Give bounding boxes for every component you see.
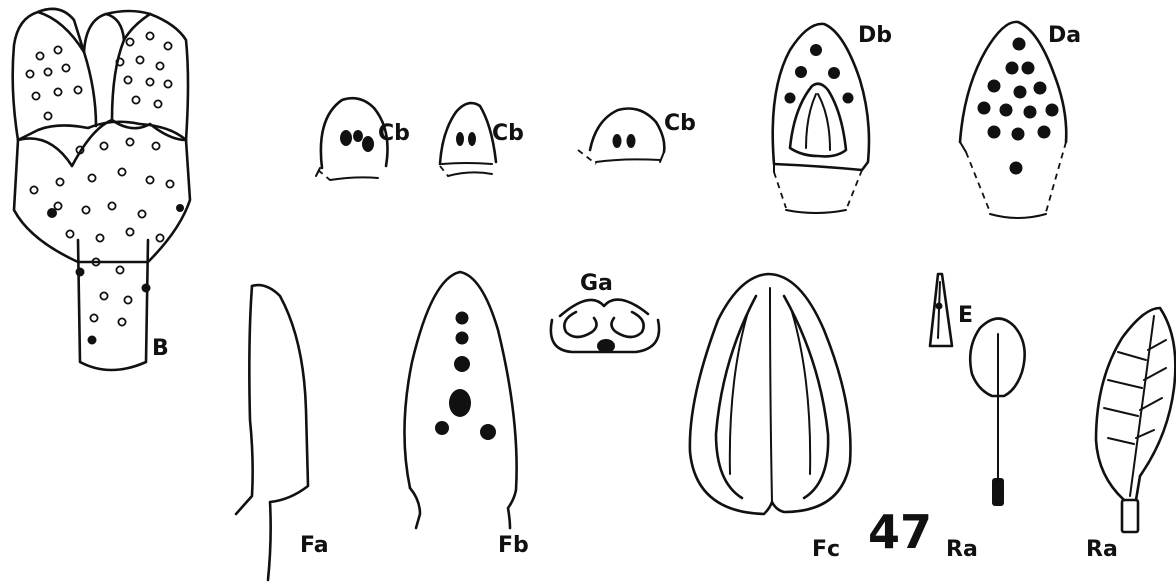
fc-shape xyxy=(690,274,851,514)
ra-shape-small xyxy=(970,318,1024,506)
cb-shape-1 xyxy=(316,98,388,180)
stipple-ring xyxy=(138,210,145,217)
db-shape xyxy=(773,24,869,213)
label-Fc: Fc xyxy=(812,537,840,562)
fa-shape xyxy=(236,285,308,580)
stipple-ring xyxy=(44,112,51,119)
stipple-ring xyxy=(146,78,153,85)
stipple-ring xyxy=(96,234,103,241)
stipple-ring xyxy=(124,296,131,303)
label-Db: Db xyxy=(858,23,892,48)
stipple-ring xyxy=(132,96,139,103)
stipple-ring xyxy=(66,230,73,237)
label-Cb-2: Cb xyxy=(492,121,524,146)
stipple-ring xyxy=(100,292,107,299)
label-Ga: Ga xyxy=(580,271,613,296)
stipple-ring xyxy=(100,142,107,149)
label-Da: Da xyxy=(1048,23,1081,48)
label-Fb: Fb xyxy=(498,533,529,558)
stipple-ring xyxy=(82,206,89,213)
stipple-ring xyxy=(164,42,171,49)
stipple-ring xyxy=(156,62,163,69)
stipple-ring xyxy=(90,314,97,321)
stipple-ring xyxy=(146,176,153,183)
label-Cb-1: Cb xyxy=(378,121,410,146)
label-B: B xyxy=(152,336,169,361)
stipple-ring xyxy=(26,70,33,77)
label-Fa: Fa xyxy=(300,533,329,558)
stipple-ring xyxy=(36,52,43,59)
stipple-ring xyxy=(126,138,133,145)
fb-shape xyxy=(404,272,516,528)
stipple-ring xyxy=(156,234,163,241)
stipple-ring xyxy=(88,174,95,181)
stipple-ring xyxy=(56,178,63,185)
stipple-ring xyxy=(152,142,159,149)
stipple-ring xyxy=(126,38,133,45)
stipple-ring xyxy=(164,80,171,87)
stipple-ring xyxy=(54,202,61,209)
stipple-ring xyxy=(30,186,37,193)
label-E: E xyxy=(958,303,973,328)
stipple-ring xyxy=(118,168,125,175)
e-shape xyxy=(930,274,952,346)
stipple-ring xyxy=(124,76,131,83)
cb-shape-3 xyxy=(578,109,664,165)
bud-drawing xyxy=(13,9,190,370)
stipple-ring xyxy=(74,86,81,93)
label-Ra-2: Ra xyxy=(1086,537,1118,562)
stipple-ring xyxy=(154,100,161,107)
ra-shape-large xyxy=(1096,308,1175,532)
stipple-ring xyxy=(118,318,125,325)
stipple-ring xyxy=(32,92,39,99)
stipple-ring xyxy=(146,32,153,39)
stipple-ring xyxy=(136,56,143,63)
stipple-ring xyxy=(116,266,123,273)
figure-number: 47 xyxy=(868,505,932,559)
stipple-ring xyxy=(166,180,173,187)
stipple-ring xyxy=(126,228,133,235)
stipple-ring xyxy=(54,46,61,53)
stipple-ring xyxy=(54,88,61,95)
label-Cb-3: Cb xyxy=(664,111,696,136)
label-Ra-1: Ra xyxy=(946,537,978,562)
cb-shape-2 xyxy=(440,103,496,176)
stipple-ring xyxy=(108,202,115,209)
stipple-ring xyxy=(62,64,69,71)
stipple-ring xyxy=(44,68,51,75)
ga-shape xyxy=(551,300,659,353)
da-shape xyxy=(960,22,1066,218)
